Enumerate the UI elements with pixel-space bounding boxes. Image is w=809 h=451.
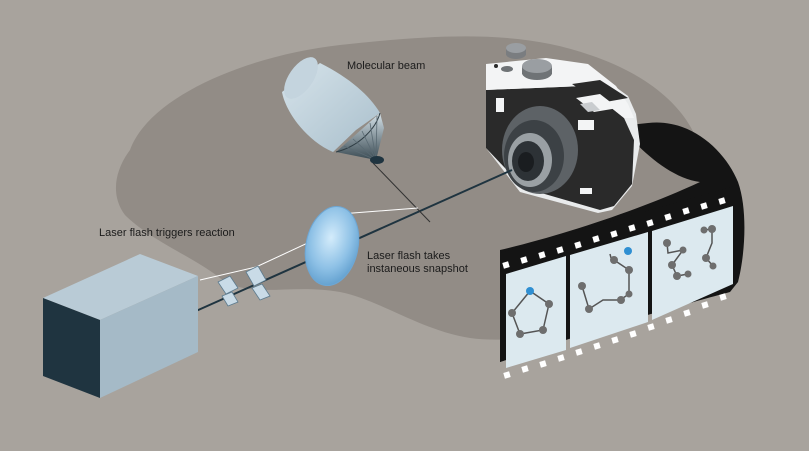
film-frame-2 (570, 232, 648, 348)
laser-snapshot-label-line2: instaneous snapshot (367, 263, 468, 275)
laser-box-icon (43, 254, 198, 398)
laser-snapshot-label: Laser flash takes instaneous snapshot (367, 250, 468, 276)
molecular-beam-line (372, 162, 431, 223)
film-strip-icon (500, 122, 745, 379)
film-frame-1 (506, 256, 566, 368)
laser-trigger-label: Laser flash triggers reaction (99, 227, 235, 239)
nozzle-icon (282, 57, 384, 164)
sprocket-holes-top (502, 197, 726, 269)
laser-snapshot-label-line1: Laser flash takes (367, 250, 451, 262)
camera-icon (486, 43, 640, 213)
sprocket-holes-bottom (503, 293, 727, 379)
mirror-icon (217, 265, 271, 307)
molecular-beam-label: Molecular beam (347, 60, 426, 72)
lens-icon (304, 206, 360, 286)
